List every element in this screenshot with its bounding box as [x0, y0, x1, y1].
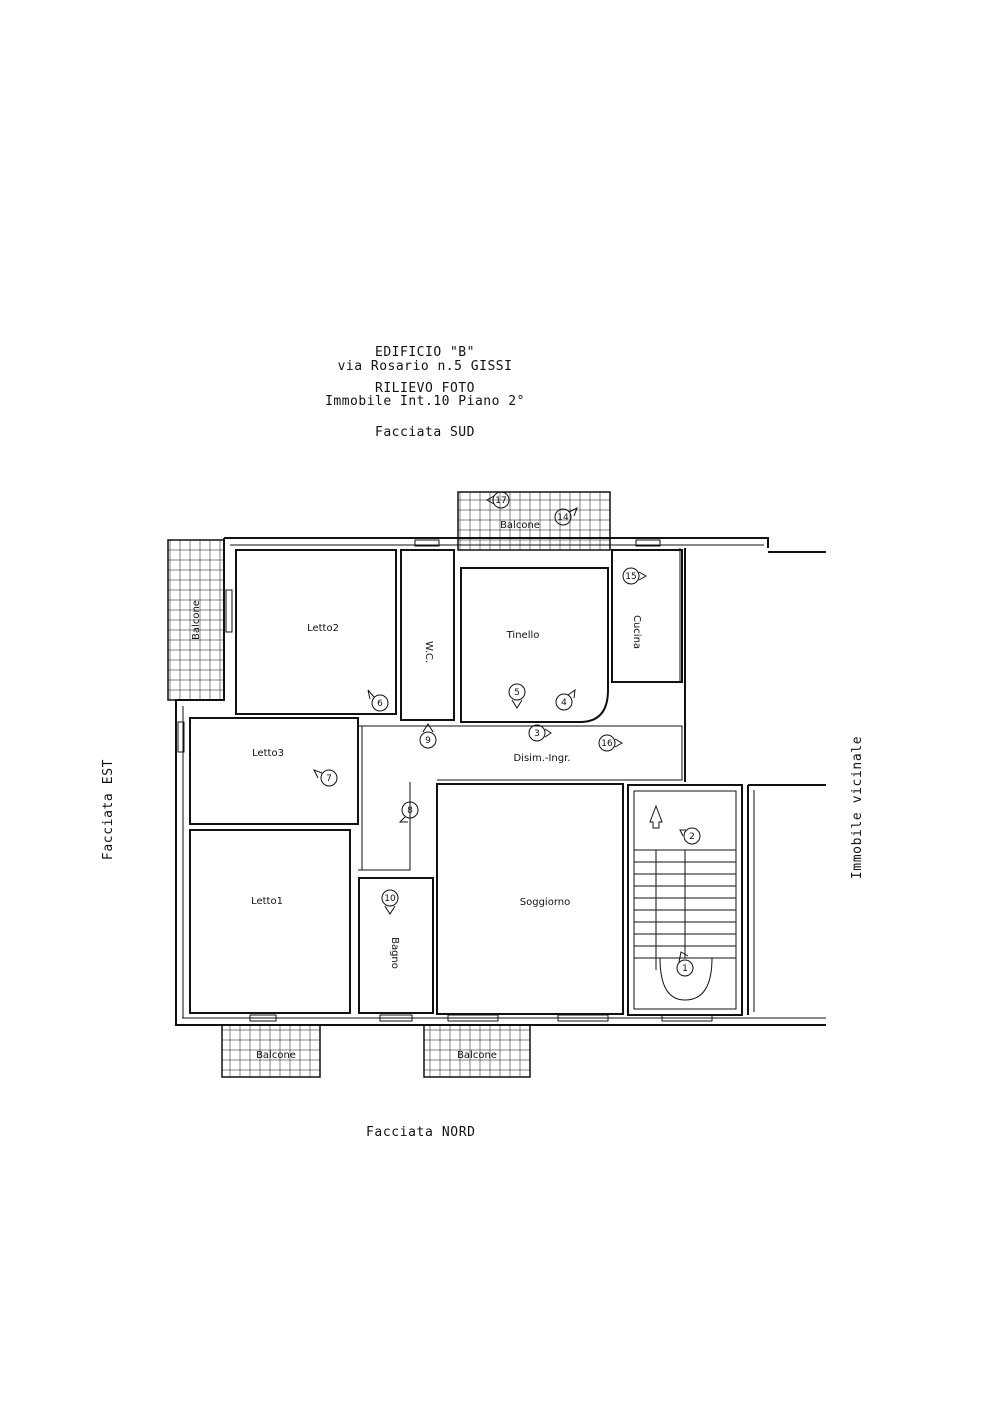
photo-marker-17: 17 [485, 491, 510, 509]
stairwell [627, 784, 743, 1016]
svg-text:17: 17 [495, 496, 506, 506]
photo-marker-9: 9 [419, 723, 437, 749]
svg-text:5: 5 [514, 688, 520, 698]
label-bagno: Bagno [389, 937, 400, 969]
corridor-walls [358, 548, 686, 871]
title-survey: RILIEVO FOTO [375, 381, 475, 396]
balcony-bottom-left [221, 1024, 321, 1078]
room-cucina [611, 549, 683, 683]
window-marks [177, 539, 713, 1022]
label-soggiorno: Soggiorno [520, 897, 570, 908]
svg-text:14: 14 [557, 513, 569, 523]
room-wc [400, 549, 455, 721]
label-tinello: Tinello [506, 630, 540, 641]
svg-text:16: 16 [601, 739, 613, 749]
svg-text:2: 2 [689, 832, 695, 842]
facade-south-label: Facciata SUD [375, 425, 475, 440]
neighbor-walls [747, 784, 826, 1015]
photo-marker-2: 2 [679, 827, 701, 845]
title-building: EDIFICIO "B" [375, 345, 475, 360]
room-bagno [358, 877, 434, 1014]
label-balcone-bottom-middle: Balcone [457, 1050, 497, 1061]
room-letto1 [189, 829, 351, 1014]
svg-text:9: 9 [425, 736, 431, 746]
svg-text:15: 15 [625, 572, 636, 582]
balcony-bottom-middle [423, 1024, 531, 1078]
svg-text:10: 10 [384, 894, 396, 904]
room-letto3 [189, 717, 359, 825]
label-disim-ingr: Disim.-Ingr. [513, 753, 570, 764]
svg-text:1: 1 [682, 964, 688, 974]
svg-text:6: 6 [377, 699, 383, 709]
photo-marker-8: 8 [398, 801, 419, 823]
photo-marker-4: 4 [555, 688, 576, 711]
label-wc: W.C. [423, 641, 434, 663]
photo-marker-14: 14 [554, 506, 578, 526]
svg-text:4: 4 [561, 698, 567, 708]
room-letto2 [235, 549, 397, 715]
room-tinello [460, 567, 609, 723]
photo-marker-15: 15 [622, 567, 648, 585]
photo-marker-6: 6 [367, 689, 389, 712]
label-cucina: Cucina [631, 615, 642, 649]
facade-north-label: Facciata NORD [366, 1125, 476, 1140]
balcony-top [457, 491, 611, 551]
photo-marker-1: 1 [676, 951, 694, 977]
label-balcone-top: Balcone [500, 520, 540, 531]
svg-text:7: 7 [326, 774, 332, 784]
title-unit: Immobile Int.10 Piano 2° [325, 394, 525, 409]
label-letto2: Letto2 [307, 623, 339, 634]
label-balcone-west: Balcone [191, 600, 202, 640]
label-balcone-bottom-left: Balcone [256, 1050, 296, 1061]
svg-text:3: 3 [534, 729, 540, 739]
photo-marker-3: 3 [528, 724, 552, 742]
photo-marker-16: 16 [598, 734, 624, 752]
photo-marker-5: 5 [508, 683, 526, 709]
label-letto3: Letto3 [252, 748, 284, 759]
svg-text:8: 8 [407, 806, 413, 816]
title-address: via Rosario n.5 GISSI [337, 359, 513, 374]
room-soggiorno [436, 783, 624, 1015]
outer-walls [175, 537, 826, 1026]
photo-marker-10: 10 [381, 889, 399, 915]
photo-marker-7: 7 [312, 769, 338, 787]
label-letto1: Letto1 [251, 896, 283, 907]
